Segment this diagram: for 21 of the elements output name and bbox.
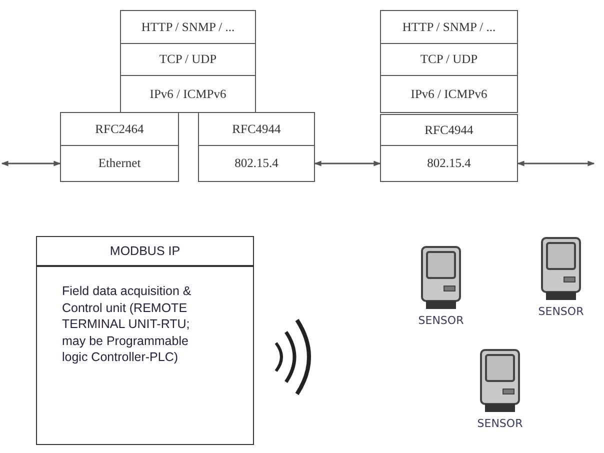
sensor-label: SENSOR	[538, 305, 584, 318]
protocol-layer-box: 802.15.4	[198, 145, 315, 182]
device-box	[36, 236, 254, 445]
protocol-layer-box: IPv6 / ICMPv6	[380, 75, 518, 113]
protocol-layer-box: RFC4944	[198, 112, 315, 146]
protocol-layer-box: HTTP / SNMP / ...	[380, 10, 518, 44]
box-description: Field data acquisition & Control unit (REMOTE TERMINAL UNIT-RTU; may be Programmable logic Controller-PLC)	[62, 283, 192, 366]
protocol-layer-box: IPv6 / ICMPv6	[120, 75, 256, 113]
sensor-label: SENSOR	[477, 417, 523, 430]
protocol-layer-box: TCP / UDP	[120, 43, 256, 76]
protocol-layer-box: HTTP / SNMP / ...	[120, 10, 256, 44]
protocol-layer-box: TCP / UDP	[380, 43, 518, 76]
protocol-layer-box: RFC4944	[380, 114, 518, 146]
protocol-layer-box: RFC2464	[60, 112, 179, 146]
protocol-layer-box: 802.15.4	[380, 145, 518, 182]
box-heading: MODBUS IP	[110, 244, 180, 258]
sensor-label: SENSOR	[418, 314, 464, 327]
double-arrow	[517, 160, 595, 166]
protocol-layer-box: Ethernet	[60, 145, 179, 182]
double-arrow	[1, 160, 61, 166]
double-arrow	[314, 160, 381, 166]
